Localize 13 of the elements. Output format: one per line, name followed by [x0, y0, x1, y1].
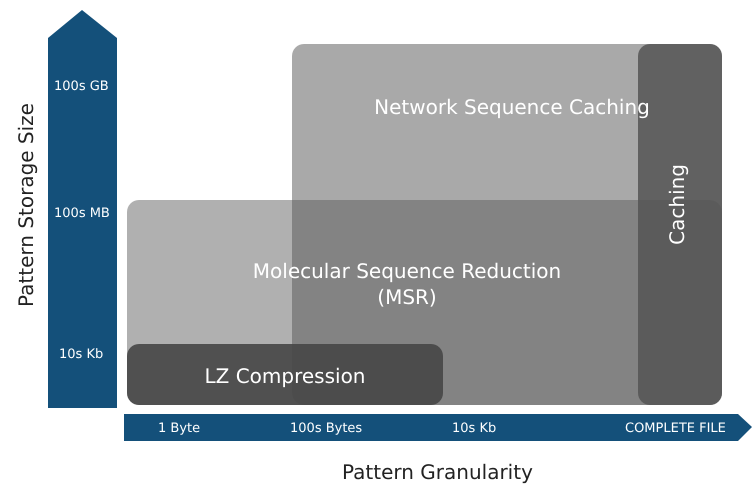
axis-title: Pattern Storage Size — [14, 103, 38, 307]
tick-label: 1 Byte — [158, 421, 200, 436]
tick-label: 10s Kb — [452, 421, 496, 436]
tick-label: COMPLETE FILE — [625, 421, 726, 436]
region-label: LZ Compression — [204, 363, 366, 389]
region-box — [127, 344, 443, 405]
tick-label: 100s GB — [54, 79, 109, 94]
region-label: Molecular Sequence Reduction (MSR) — [252, 258, 562, 310]
tick-label: 100s MB — [54, 206, 110, 221]
tick-label: 100s Bytes — [290, 421, 362, 436]
tick-label: 10s Kb — [59, 347, 104, 362]
axis-title: Pattern Granularity — [342, 460, 533, 484]
region-label: Caching — [664, 164, 690, 245]
